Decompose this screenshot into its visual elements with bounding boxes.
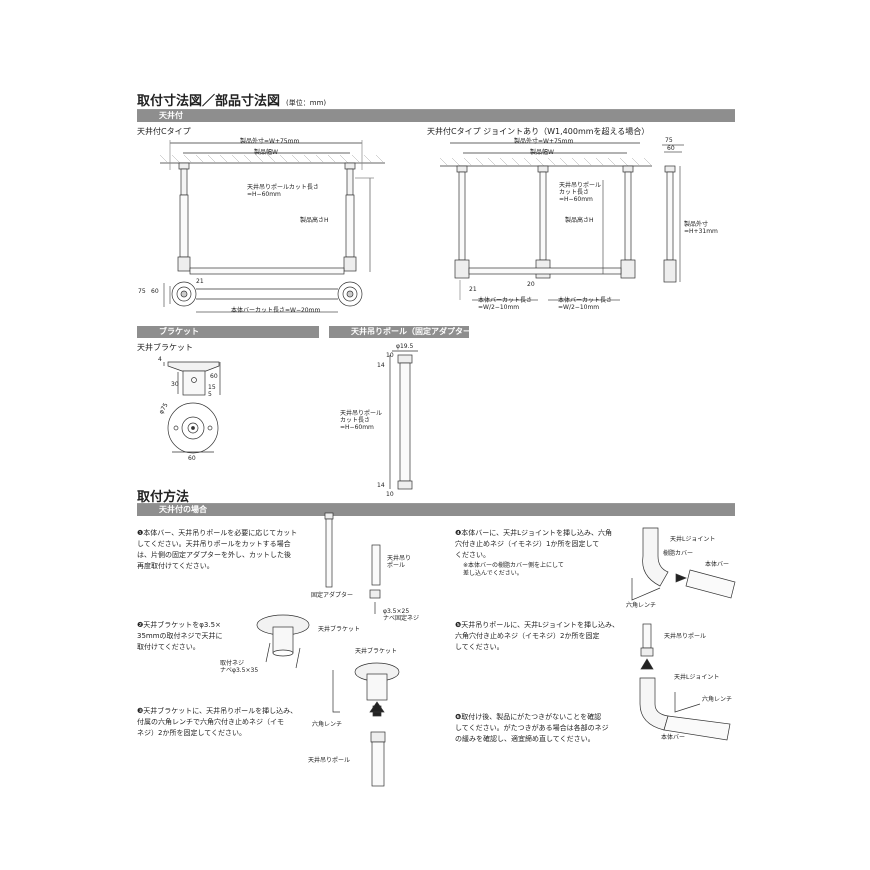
s4-bar: 本体バー bbox=[705, 561, 730, 568]
band-bracket: ブラケット bbox=[137, 326, 319, 338]
step-1: ❶本体バー、天井吊りポールを必要に応じてカットしてください。天井吊りポールをカッ… bbox=[137, 529, 298, 570]
c-dim-60: 60 bbox=[151, 288, 159, 295]
step-4-note: ※本体バーの樹脂カバー側を上にして差し込んでください。 bbox=[463, 562, 564, 578]
step-3: ❸天井ブラケットに、天井吊りポールを挿し込み、付属の六角レンチで六角穴付き止めネ… bbox=[137, 707, 298, 737]
cj-outer-width: 製品外寸=W+75mm bbox=[514, 138, 574, 145]
cj-dim-20: 20 bbox=[527, 281, 535, 288]
install-rule bbox=[137, 503, 735, 504]
bracket-label: 天井ブラケット bbox=[137, 343, 193, 352]
br-d60b: 60 bbox=[188, 455, 196, 462]
c-joint-label: 天井付Cタイプ ジョイントあり（W1,400mmを超える場合） bbox=[427, 127, 650, 136]
c-dim-21: 21 bbox=[196, 278, 204, 285]
step-2: ❷天井ブラケットをφ3.5×35mmの取付ネジで天井に取付けてください。 bbox=[137, 621, 223, 651]
s4-wrench: 六角レンチ bbox=[626, 602, 657, 609]
step-6: ❻取付け後、製品にがたつきがないことを確認してください。がたつきがある場合は各部… bbox=[455, 713, 609, 743]
s2-bracket: 天井ブラケット bbox=[318, 626, 361, 633]
c-outer-width: 製品外寸=W+75mm bbox=[240, 138, 300, 145]
band-pole: 天井吊りポール（固定アダプター付） bbox=[329, 326, 487, 338]
cj-dim-21: 21 bbox=[469, 286, 477, 293]
s5-pole: 天井吊りポール bbox=[664, 633, 707, 640]
br-d15: 15 bbox=[208, 384, 216, 391]
cj-side-60: 60 bbox=[667, 145, 675, 152]
cj-bar-cut-1: 本体バーカット長さ=W/2−10mm bbox=[478, 297, 533, 312]
install-title: 取付方法 bbox=[137, 490, 190, 505]
s5-bar: 本体バー bbox=[661, 734, 686, 741]
cj-outer-height: 製品外寸=H+31mm bbox=[684, 221, 718, 236]
s2-screw: 取付ネジナベφ3.5×35 bbox=[220, 660, 259, 675]
unit-note: (単位：mm) bbox=[286, 99, 327, 107]
s5-wrench: 六角レンチ bbox=[702, 696, 733, 703]
br-d4: 4 bbox=[158, 356, 162, 363]
cj-bar-cut-2: 本体バーカット長さ=W/2−10mm bbox=[558, 297, 613, 312]
s3-bracket: 天井ブラケット bbox=[355, 648, 398, 655]
c-height: 製品高さH bbox=[300, 217, 329, 224]
s4-joint: 天井Lジョイント bbox=[670, 536, 716, 543]
pole-cut: 天井吊りポールカット長さ=H−60mm bbox=[340, 410, 383, 432]
band-install: 天井付の場合 bbox=[137, 504, 735, 516]
pole-d10a: 10 bbox=[386, 352, 394, 359]
s3-wrench: 六角レンチ bbox=[312, 721, 343, 728]
title-rule bbox=[137, 109, 735, 110]
c-dim-75: 75 bbox=[138, 288, 146, 295]
cj-height: 製品高さH bbox=[565, 217, 594, 224]
br-d5: 5 bbox=[208, 391, 212, 398]
c-bar-cut: 本体バーカット長さ=W−20mm bbox=[231, 307, 321, 314]
cj-side-75: 75 bbox=[665, 137, 673, 144]
s5-joint: 天井Lジョイント bbox=[674, 674, 720, 681]
c-type-label: 天井付Cタイプ bbox=[137, 127, 191, 136]
step-4: ❹本体バーに、天井Lジョイントを挿し込み、六角穴付き止めネジ（イモネジ）1か所を… bbox=[455, 529, 612, 559]
s1-adapter: 固定アダプター bbox=[311, 592, 354, 599]
br-d30: 30 bbox=[171, 381, 179, 388]
band-ceiling: 天井付 bbox=[137, 110, 735, 122]
s1-pole: 天井吊りポール bbox=[387, 555, 412, 570]
pole-d14b: 14 bbox=[377, 482, 385, 489]
step-5: ❺天井吊りポールに、天井Lジョイントを挿し込み、六角穴付き止めネジ（イモネジ）2… bbox=[455, 621, 619, 651]
br-d60: 60 bbox=[210, 373, 218, 380]
c-pole-cut: 天井吊りポールカット長さ=H−60mm bbox=[247, 184, 319, 199]
cj-width: 製品幅W bbox=[530, 149, 554, 156]
cj-pole-cut: 天井吊りポールカット長さ=H−60mm bbox=[559, 182, 602, 204]
pole-d14a: 14 bbox=[377, 362, 385, 369]
dimensions-title: 取付寸法図／部品寸法図(単位：mm) bbox=[137, 94, 327, 109]
c-width: 製品幅W bbox=[254, 149, 278, 156]
s4-cover: 樹脂カバー bbox=[663, 550, 694, 557]
s3-pole: 天井吊りポール bbox=[308, 757, 351, 764]
pole-d10b: 10 bbox=[386, 491, 394, 498]
pole-phi: φ19.5 bbox=[396, 343, 414, 350]
